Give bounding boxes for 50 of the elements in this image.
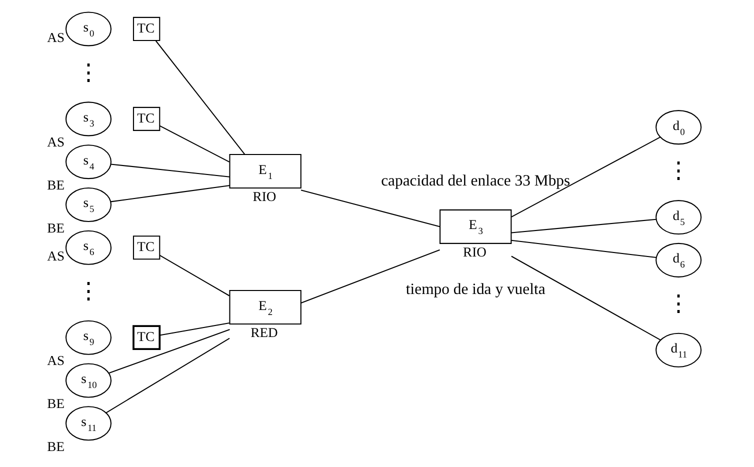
- node-ellipse: s$_{9}$: [66, 320, 112, 355]
- node-ellipse: d$_{0}$: [656, 110, 702, 145]
- node-ellipse: s$_{0}$: [66, 12, 112, 46]
- node-box: TC: [132, 106, 160, 131]
- node-ellipse: s$_{11}$: [66, 406, 112, 441]
- connector: [106, 338, 230, 414]
- connector: [511, 256, 661, 340]
- label: ⋮: [667, 157, 690, 184]
- node-box: E$_{3}$: [440, 209, 512, 244]
- node-label: RED: [250, 324, 278, 340]
- label: ⋮: [77, 58, 100, 85]
- node-label: AS: [47, 353, 65, 368]
- connector: [159, 254, 230, 296]
- node-box: TC: [132, 325, 161, 350]
- node-ellipse: s$_{5}$: [66, 187, 112, 222]
- node-box: TC: [132, 16, 160, 41]
- node-label: RIO: [463, 244, 486, 260]
- connector: [110, 185, 230, 202]
- connector: [300, 190, 440, 228]
- node-ellipse: d$_{6}$: [656, 242, 702, 278]
- connector: [160, 125, 230, 162]
- label: capacidad del enlace 33 Mbps: [381, 172, 570, 190]
- node-label: BE: [47, 177, 65, 192]
- connector: [160, 322, 230, 336]
- node-ellipse: d$_{11}$: [656, 332, 702, 368]
- connector: [155, 40, 246, 155]
- node-box: E$_{2}$: [229, 290, 302, 325]
- node-ellipse: d$_{5}$: [656, 200, 702, 235]
- node-label: BE: [47, 396, 65, 412]
- connector: [108, 329, 230, 374]
- label: tiempo de ida y vuelta: [406, 281, 546, 298]
- label: ⋮: [667, 290, 690, 316]
- node-label: BE: [47, 220, 65, 236]
- node-ellipse: s$_{10}$: [66, 363, 112, 398]
- node-label: AS: [47, 30, 65, 45]
- connector: [300, 249, 440, 304]
- node-ellipse: s$_{6}$: [66, 230, 112, 265]
- label: ⋮: [77, 277, 100, 304]
- connector: [511, 240, 656, 258]
- node-box: TC: [132, 236, 160, 260]
- node-label: AS: [47, 248, 65, 264]
- node-ellipse: s$_{3}$: [66, 102, 112, 136]
- node-label: RIO: [252, 188, 276, 204]
- node-box: E$_{1}$: [229, 154, 302, 189]
- node-label: BE: [47, 439, 65, 454]
- connector: [110, 164, 230, 178]
- node-ellipse: s$_{4}$: [66, 144, 112, 180]
- connector: [511, 218, 656, 234]
- node-label: AS: [47, 134, 65, 150]
- connector: [511, 136, 660, 218]
